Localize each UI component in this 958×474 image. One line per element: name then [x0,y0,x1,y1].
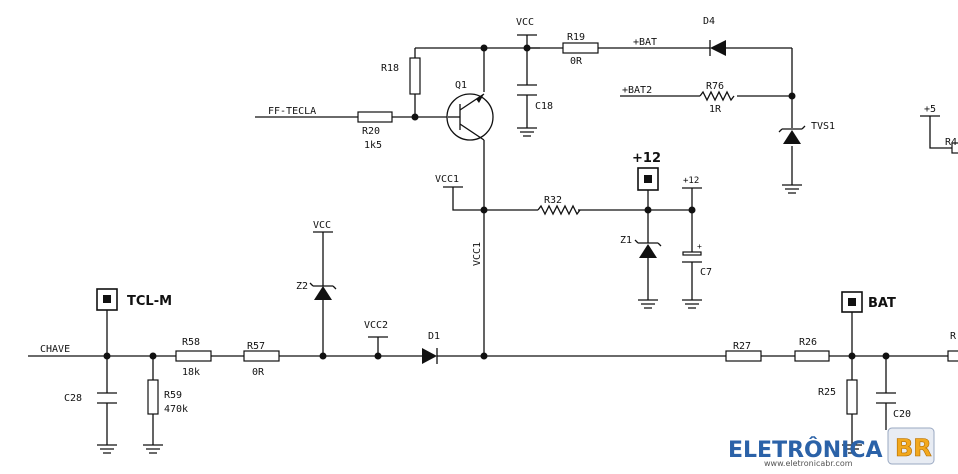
label-c20: C20 [893,409,911,420]
resistor-r32 [537,204,581,216]
ground-c28 [97,444,117,454]
ground-tvs1 [782,184,802,194]
value-r58: 18k [182,367,200,378]
logo-badge-icon: BR [887,427,935,465]
label-connector-plus12: +12 [632,151,661,166]
label-vcc-z2: VCC [313,220,331,231]
label-r27: R27 [733,341,751,352]
transistor-q1 [446,93,494,141]
capacitor-c7 [682,251,702,263]
label-bat2: +BAT2 [622,85,652,96]
label-z2: Z2 [296,281,308,292]
label-plus5: +5 [924,104,936,115]
connector-plus12 [637,167,659,191]
ground-r25 [842,444,862,454]
label-z1: Z1 [620,235,632,246]
label-c28: C28 [64,393,82,404]
resistor-right-top [951,142,958,154]
logo-badge: BR [895,434,932,462]
ground-c7 [682,299,702,309]
diode-d4 [709,40,726,56]
capacitor-c28 [97,392,117,404]
label-r76: R76 [706,81,724,92]
value-r57: 0R [252,367,265,378]
label-d4: D4 [703,16,715,27]
label-r-right-top: R4 [945,137,957,148]
resistor-r26 [794,350,830,362]
label-c18: C18 [535,101,553,112]
junction-dots [103,44,890,360]
label-ff-tecla: FF-TECLA [268,106,316,117]
label-r57: R57 [247,341,265,352]
capacitor-c18 [517,84,537,96]
label-q1: Q1 [455,80,467,91]
zener-z2 [309,282,337,300]
value-r59: 470k [164,404,188,415]
resistor-r76 [699,90,735,102]
tvs-tvs1 [778,125,806,144]
resistor-r18 [409,57,421,95]
resistor-right-mid [947,350,958,362]
label-r58: R58 [182,337,200,348]
value-r20: 1k5 [364,140,382,151]
label-r32: R32 [544,195,562,206]
label-r26: R26 [799,337,817,348]
label-c7-polarity: + [697,242,702,251]
label-chave: CHAVE [40,344,70,355]
label-connector-bat: BAT [868,296,896,311]
resistor-r58 [175,350,212,362]
capacitor-c20 [876,392,896,404]
logo-url: www.eletronicabr.com [764,459,853,468]
resistor-r25 [846,379,858,415]
label-bat-plus: +BAT [633,37,657,48]
connector-tcl-m [96,288,118,311]
resistor-r57 [243,350,280,362]
label-vcc2: VCC2 [364,320,388,331]
label-vcc1-left: VCC1 [435,174,459,185]
label-plus12-small: +12 [683,176,699,186]
zener-z1 [634,239,662,258]
resistor-r19 [562,42,599,54]
label-tvs1: TVS1 [811,121,835,132]
label-r-right-mid: R [950,331,957,342]
ground-r59 [143,444,163,454]
label-c7: C7 [700,267,712,278]
label-d1: D1 [428,331,440,342]
diode-d1 [422,348,438,364]
label-r18: R18 [381,63,399,74]
ground-c18 [517,127,537,137]
label-r20: R20 [362,126,380,137]
value-r76: 1R [709,104,722,115]
value-r19: 0R [570,56,583,67]
logo-text: ELETRÔNICA [728,437,883,463]
label-vcc-top: VCC [516,17,534,28]
resistor-r20 [357,111,393,123]
label-connector-tcl-m: TCL-M [127,294,172,309]
connector-bat [841,291,863,313]
label-r59: R59 [164,390,182,401]
label-r25: R25 [818,387,836,398]
label-r19: R19 [567,32,585,43]
wires [28,35,958,445]
watermark-logo: ELETRÔNICA BR www.eletronicabr.com [728,427,935,468]
resistor-r27 [725,350,762,362]
label-vcc1-vertical: VCC1 [472,242,483,266]
resistor-r59 [147,379,159,415]
ground-z1 [638,299,658,309]
